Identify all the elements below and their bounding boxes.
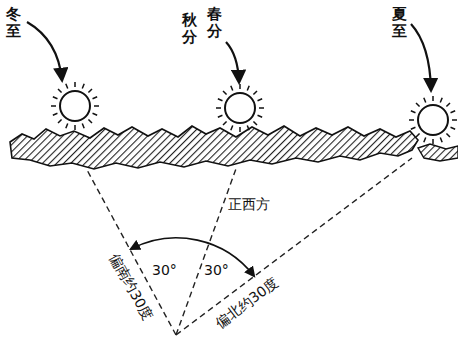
season-label: 春分 bbox=[207, 6, 222, 39]
angle-label: 30° bbox=[152, 262, 177, 279]
sun-disc bbox=[60, 91, 90, 121]
sun-disc bbox=[418, 105, 448, 135]
pointer-arrows bbox=[27, 22, 431, 90]
deviation-label: 偏北约30度 bbox=[212, 274, 281, 332]
direction-label: 正西方 bbox=[228, 196, 270, 213]
sun-rays bbox=[51, 82, 99, 130]
suns bbox=[51, 82, 457, 144]
season-label: 夏至 bbox=[392, 6, 407, 39]
sun-disc bbox=[225, 93, 255, 123]
angle-arc bbox=[131, 238, 254, 276]
mountain-piece bbox=[418, 144, 458, 161]
season-label: 秋分 bbox=[182, 12, 197, 45]
season-label: 冬至 bbox=[6, 6, 21, 39]
sun-rays bbox=[216, 84, 264, 132]
sun-rays bbox=[409, 96, 457, 144]
sight-lines bbox=[86, 158, 412, 335]
deviation-label: 偏南约30度 bbox=[106, 251, 156, 324]
angle-label: 30° bbox=[204, 262, 229, 279]
mountain-ridge bbox=[10, 126, 418, 169]
